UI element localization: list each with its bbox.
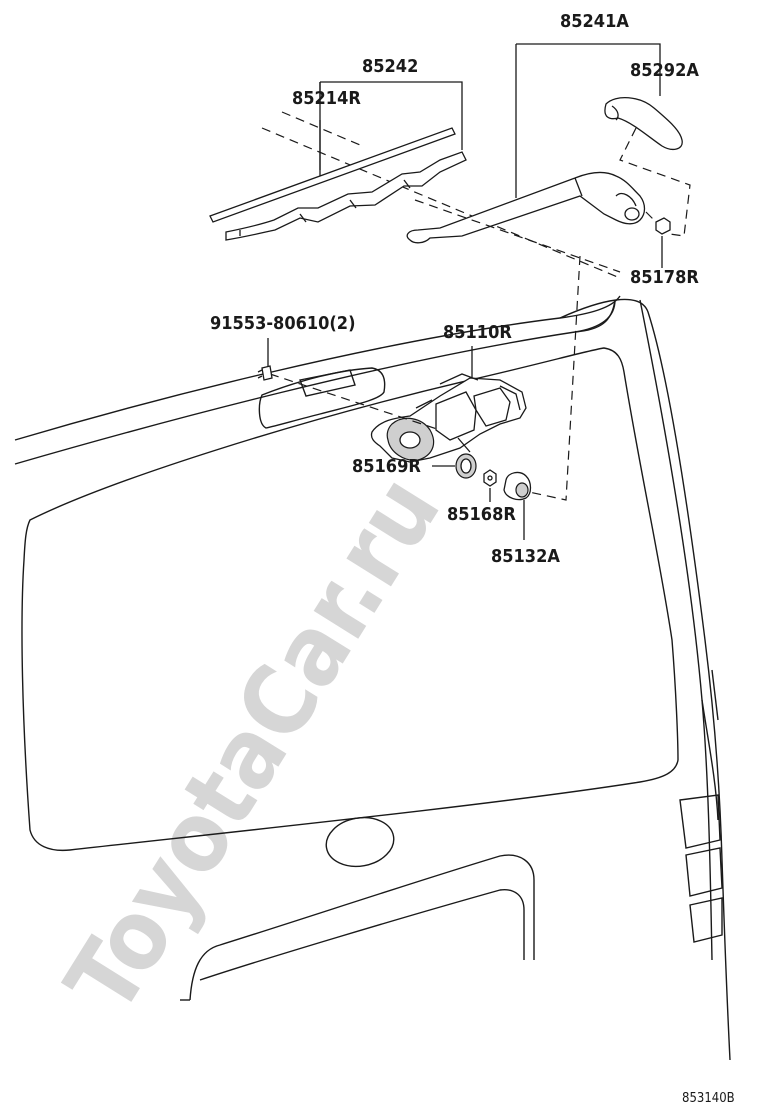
watermark-text: ToyotaCar.ru [45, 457, 462, 1032]
grommet-85169R [432, 453, 477, 479]
label-85168R: 85168R [447, 504, 516, 525]
label-85178R: 85178R [630, 267, 699, 288]
figure-id: 853140B [682, 1091, 735, 1106]
label-85169R: 85169R [352, 456, 421, 477]
nut-85168R [483, 469, 497, 502]
back-door-outline [14, 295, 731, 1061]
label-91553-80610: 91553-80610(2) [210, 313, 355, 334]
wiper-arm-assembly [406, 43, 691, 501]
wiper-motor [269, 346, 527, 463]
label-85292A: 85292A [630, 60, 699, 81]
cap-85132A [503, 471, 532, 540]
label-85241A: 85241A [560, 11, 629, 32]
label-85242: 85242 [362, 56, 418, 77]
watermark: ToyotaCar.ru [45, 457, 462, 1032]
label-85132A: 85132A [491, 546, 560, 567]
bolt-91553 [257, 338, 273, 381]
label-85110R: 85110R [443, 322, 512, 343]
label-85214R: 85214R [292, 88, 361, 109]
wiper-blade-assembly [209, 81, 621, 279]
